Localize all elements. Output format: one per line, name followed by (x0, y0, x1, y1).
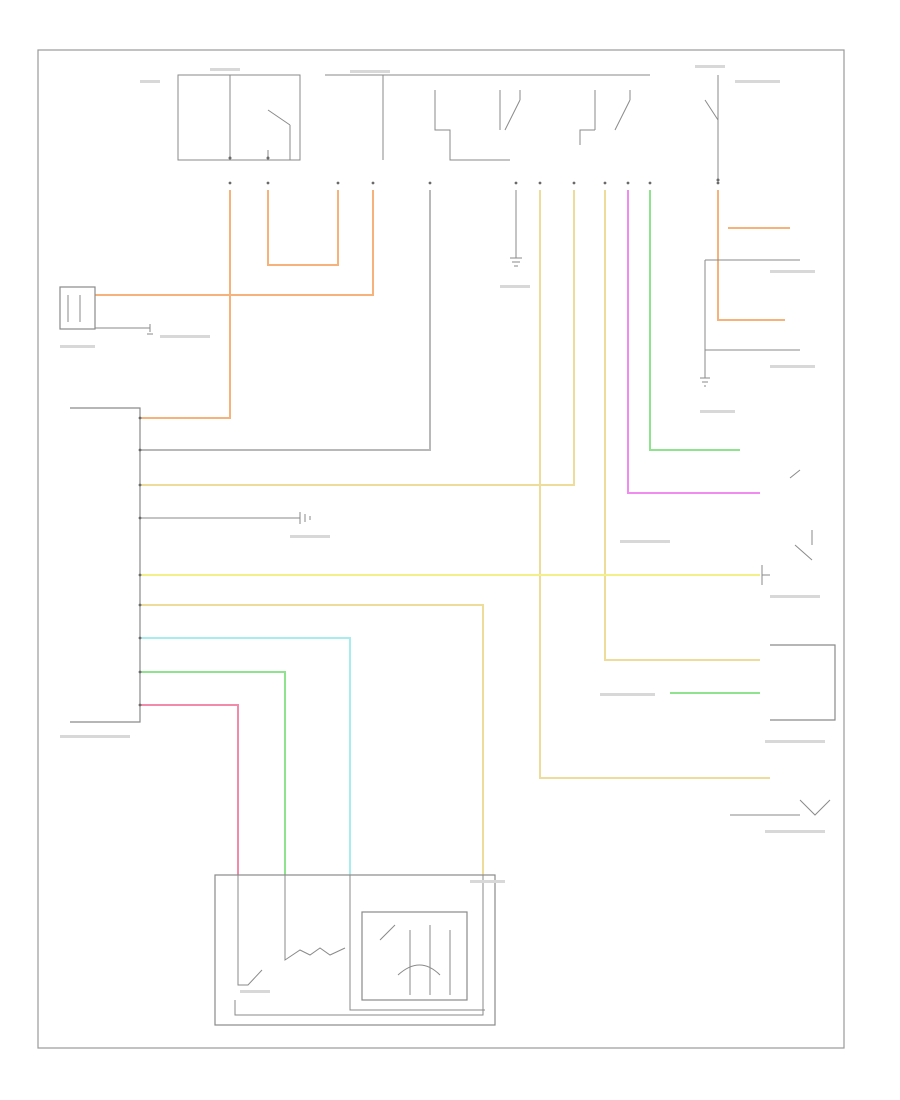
control-module (59, 286, 153, 723)
ground-icon (147, 324, 153, 335)
switch-icon (397, 964, 441, 976)
sensor-box (59, 286, 96, 330)
wire-pale-yellow-c (604, 190, 760, 661)
wire-green (140, 671, 286, 875)
wire-orange-right (717, 190, 785, 321)
switch-icon (67, 295, 81, 322)
wire-orange-feed (140, 190, 231, 419)
instrument-cluster-outline (770, 644, 836, 721)
relay-switch-icon (267, 109, 291, 160)
ground-icon (510, 257, 522, 267)
wire-gray-right (704, 259, 800, 378)
wire-pale-yellow-b (539, 190, 770, 779)
wire-violet (627, 190, 760, 494)
wire-pink (140, 704, 239, 875)
switch-assembly-outline (214, 874, 496, 1026)
relay-switch-icon (594, 90, 631, 131)
label-marks (60, 65, 825, 993)
switch-icon (379, 924, 451, 995)
switch-assembly (214, 874, 496, 1026)
fuse-block-top (177, 74, 720, 182)
switch-icon (794, 530, 813, 561)
wire-green-top (649, 190, 740, 451)
wire-cyan (140, 637, 351, 875)
fuse-block-outline-left (177, 74, 301, 161)
relay-switch-icon (704, 99, 719, 121)
switch-icon (789, 469, 801, 479)
wire-pale-yellow-a (140, 190, 575, 486)
wire-pale-yellow-switch (140, 604, 484, 875)
wire-orange-loop (267, 190, 339, 266)
top-connector-pins (228, 181, 720, 185)
wire-orange-sensor (95, 190, 374, 296)
ground-icon (700, 377, 710, 387)
switch-icon (284, 875, 346, 961)
wire-gray-a (140, 190, 431, 451)
connector-icon (761, 565, 770, 585)
control-module-outline (70, 407, 141, 723)
ground-icon (299, 512, 311, 524)
relay-switch-icon (499, 90, 521, 131)
switch-icon (799, 799, 831, 816)
diagram-frame (37, 49, 845, 1049)
right-components (730, 469, 836, 816)
switch-inner-box (361, 911, 468, 1001)
